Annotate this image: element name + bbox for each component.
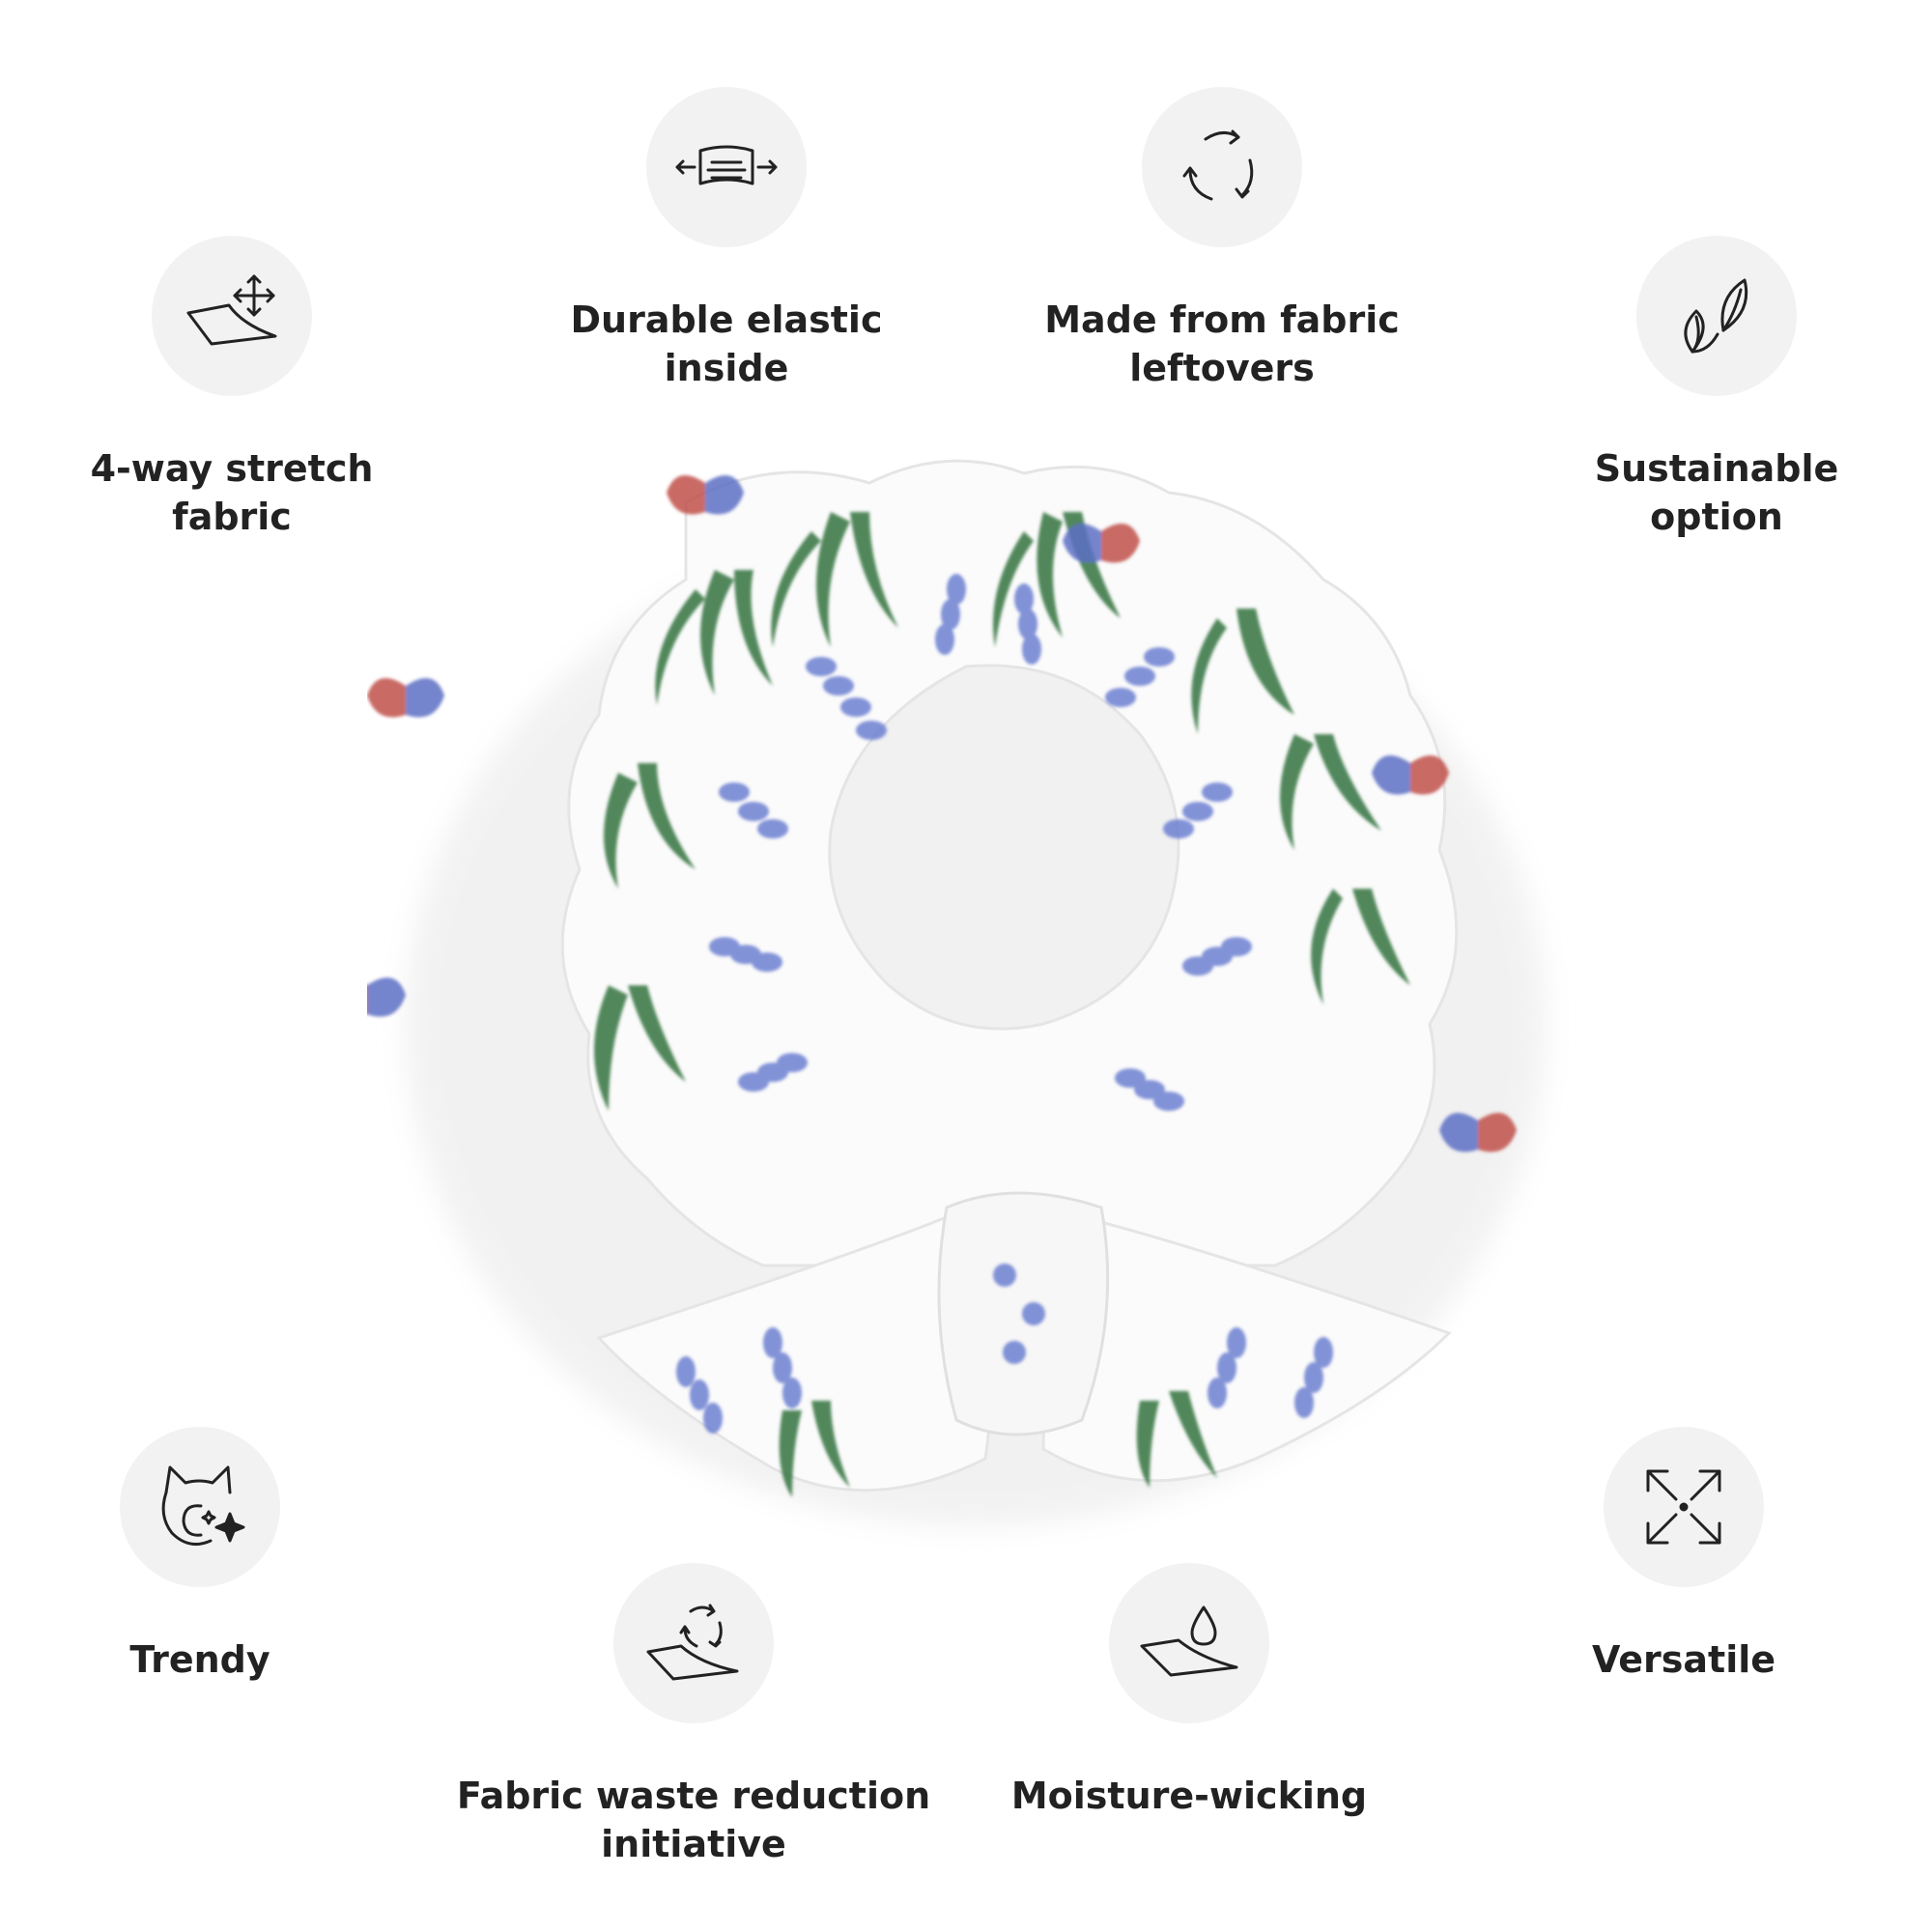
feature-label: 4-way stretch fabric — [90, 447, 374, 538]
feature-versatile: Versatile — [1433, 1427, 1932, 1684]
recycle-icon — [1142, 87, 1302, 247]
feature-4-way-stretch: 4-way stretch fabric — [0, 236, 483, 541]
feature-label: Sustainable option — [1594, 447, 1839, 538]
cat-sparkle-icon — [120, 1427, 280, 1587]
feature-label: Durable elastic inside — [570, 298, 883, 389]
feature-label: Fabric waste reduction initiative — [456, 1775, 931, 1865]
feature-fabric-waste-reduction: Fabric waste reduction initiative — [442, 1563, 945, 1868]
water-drop-icon — [1109, 1563, 1269, 1723]
scrunchie-product-image — [328, 444, 1613, 1565]
feature-durable-elastic: Durable elastic inside — [475, 87, 978, 392]
feature-label: Made from fabric leftovers — [1044, 298, 1400, 389]
elastic-band-icon — [646, 87, 807, 247]
feature-fabric-leftovers: Made from fabric leftovers — [971, 87, 1473, 392]
four-way-stretch-icon — [152, 236, 312, 396]
feature-label: Versatile — [1591, 1638, 1776, 1681]
expand-arrows-icon — [1604, 1427, 1764, 1587]
feature-sustainable: Sustainable option — [1465, 236, 1932, 541]
feature-trendy: Trendy — [0, 1427, 451, 1684]
feature-label: Trendy — [129, 1638, 270, 1681]
feature-label: Moisture-wicking — [1010, 1775, 1368, 1817]
fabric-recycle-icon — [613, 1563, 774, 1723]
leaves-icon — [1636, 236, 1797, 396]
feature-moisture-wicking: Moisture-wicking — [938, 1563, 1440, 1820]
